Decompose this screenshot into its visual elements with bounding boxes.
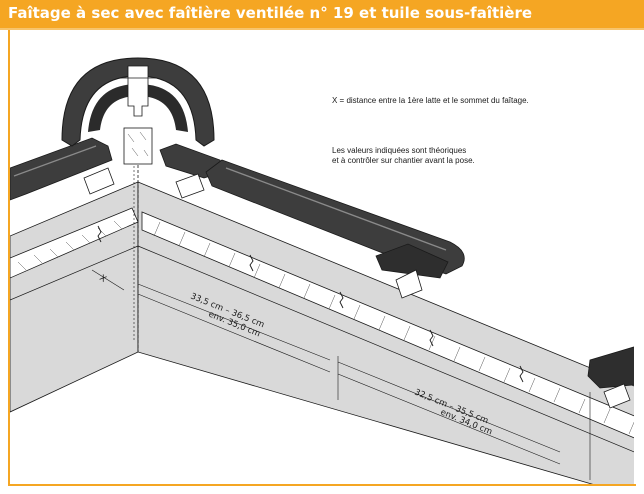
left-rafter-line — [10, 245, 139, 301]
left-tile — [10, 137, 113, 201]
dimension-line-2b — [337, 373, 561, 465]
dimension-line-1a — [137, 283, 331, 361]
far-right-tile — [587, 346, 634, 389]
title-bar: Faîtage à sec avec faîtière ventilée n° … — [0, 0, 644, 28]
upper-right-batten-block — [175, 173, 205, 199]
right-rafter-line — [137, 245, 634, 453]
ridge-tile — [61, 57, 215, 147]
left-tile-highlight — [13, 145, 97, 177]
ridge-batten-grain — [127, 131, 149, 157]
theory-note-line-2: et à contrôler sur chantier avant la pos… — [332, 156, 475, 165]
ridge-batten — [123, 127, 153, 165]
accent-rule — [0, 28, 644, 30]
ridge-tile-inner — [88, 84, 188, 132]
dimension-line-2a — [337, 361, 561, 453]
theory-note-line-1: Les valeurs indiquées sont théoriques — [332, 146, 467, 155]
right-tile — [205, 159, 465, 275]
right-tile-nose — [375, 243, 449, 279]
ridge-clip — [127, 65, 149, 117]
x-dimension-line — [91, 269, 125, 291]
diagram-frame — [8, 30, 636, 486]
x-label: X — [97, 273, 108, 285]
left-batten-block — [83, 167, 115, 195]
far-right-batten-block — [603, 383, 631, 409]
page-title: Faîtage à sec avec faîtière ventilée n° … — [8, 4, 533, 22]
right-tile-highlight — [225, 167, 447, 251]
right-batten-grain — [153, 221, 634, 435]
right-batten-band — [141, 211, 634, 439]
batten-nails — [97, 225, 524, 383]
right-batten-block — [395, 269, 423, 299]
dimension-line-1b — [137, 293, 331, 373]
x-definition-note: X = distance entre la 1ère latte et le s… — [332, 96, 529, 105]
